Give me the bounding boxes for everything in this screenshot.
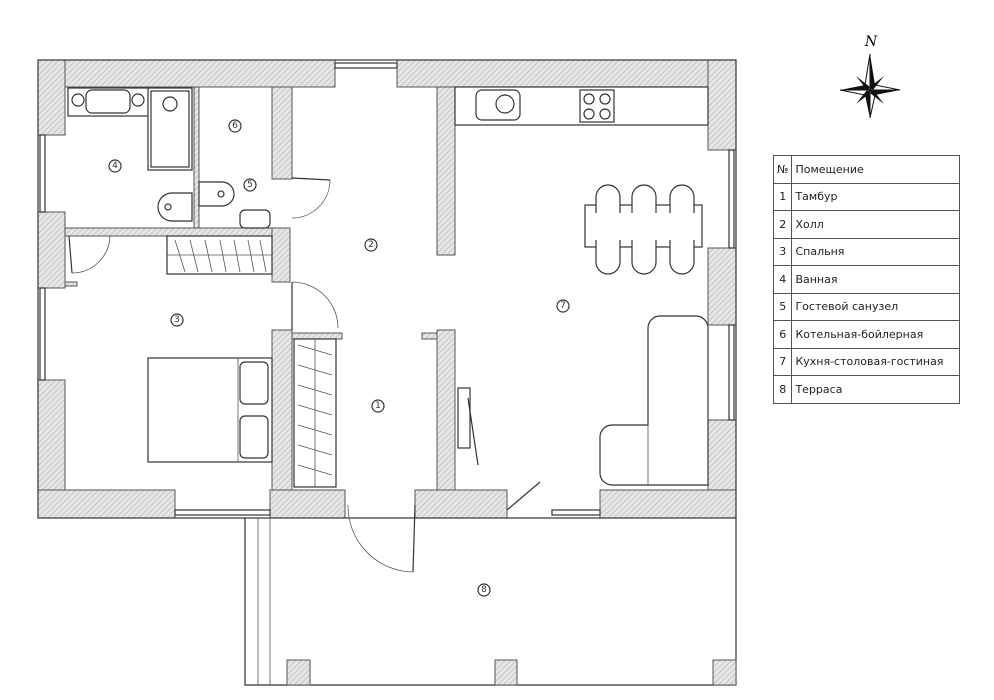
terrace — [244, 518, 737, 686]
header-name: Помещение — [791, 155, 960, 184]
wardrobes — [166, 235, 337, 488]
svg-text:2: 2 — [368, 240, 374, 250]
room-marker-8: 8 — [477, 583, 491, 597]
svg-text:4: 4 — [112, 161, 118, 171]
svg-text:8: 8 — [481, 585, 487, 595]
row-num: 6 — [772, 320, 793, 349]
room-marker-1: 1 — [371, 399, 385, 413]
row-name: Холл — [791, 210, 960, 239]
row-num: 8 — [772, 375, 793, 404]
room-marker-2: 2 — [364, 238, 378, 252]
room-markers: 1 2 3 4 5 6 7 8 — [108, 119, 570, 597]
row-num: 1 — [772, 182, 793, 211]
svg-text:5: 5 — [247, 180, 253, 190]
doors — [68, 177, 541, 573]
row-name: Ванная — [791, 265, 960, 294]
row-name: Котельная-бойлерная — [791, 320, 960, 349]
room-marker-3: 3 — [170, 313, 184, 327]
row-name: Терраса — [791, 375, 960, 404]
outer-walls — [37, 59, 737, 519]
room-marker-6: 6 — [228, 119, 242, 133]
room-marker-7: 7 — [556, 299, 570, 313]
header-num: № — [772, 155, 793, 184]
svg-text:6: 6 — [232, 121, 238, 131]
row-num: 3 — [772, 237, 793, 266]
svg-text:3: 3 — [174, 315, 180, 325]
row-num: 4 — [772, 265, 793, 294]
row-name: Кухня-столовая-гостиная — [791, 347, 960, 376]
windows — [39, 62, 735, 516]
bed — [147, 357, 273, 463]
row-num: 7 — [772, 347, 793, 376]
room-marker-4: 4 — [108, 159, 122, 173]
row-name: Спальня — [791, 237, 960, 266]
row-name: Гостевой санузел — [791, 292, 960, 321]
compass-rose-icon — [839, 53, 901, 119]
room-marker-5: 5 — [243, 178, 257, 192]
svg-text:7: 7 — [560, 301, 566, 311]
svg-text:1: 1 — [375, 401, 381, 411]
row-num: 2 — [772, 210, 793, 239]
interior-walls — [64, 86, 456, 491]
row-num: 5 — [772, 292, 793, 321]
row-name: Тамбур — [791, 182, 960, 211]
kitchen-furniture — [454, 86, 709, 486]
compass-north-label: N — [864, 34, 878, 50]
bathroom-fixtures — [67, 87, 271, 229]
